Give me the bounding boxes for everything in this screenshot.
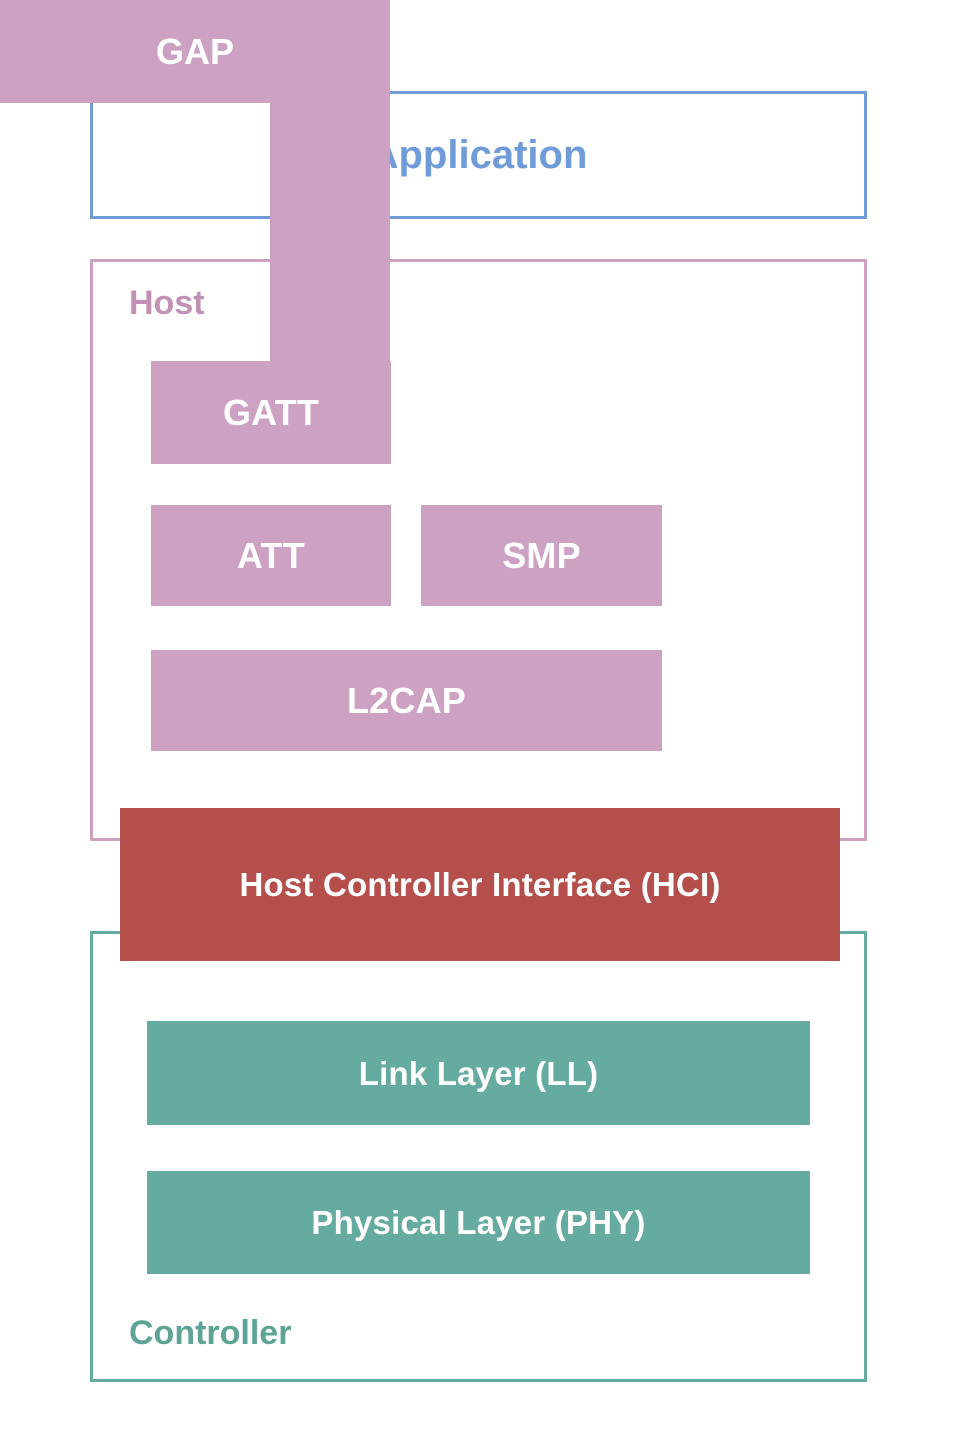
host-block-gap[interactable]: GAP bbox=[0, 0, 390, 390]
host-block-smp[interactable]: SMP bbox=[421, 505, 662, 606]
controller-block-physical-layer[interactable]: Physical Layer (PHY) bbox=[147, 1171, 810, 1274]
host-block-gap-label: GAP bbox=[155, 30, 234, 72]
host-layer-label: Host bbox=[129, 284, 205, 322]
host-block-l2cap[interactable]: L2CAP bbox=[151, 650, 662, 751]
host-controller-interface-bar[interactable]: Host Controller Interface (HCI) bbox=[120, 808, 840, 961]
host-block-att[interactable]: ATT bbox=[151, 505, 391, 606]
controller-block-link-layer[interactable]: Link Layer (LL) bbox=[147, 1021, 810, 1125]
gap-vertical-column bbox=[270, 0, 390, 390]
application-layer-label: Application bbox=[369, 133, 588, 177]
application-layer-box[interactable] bbox=[90, 91, 867, 219]
controller-layer-label: Controller bbox=[129, 1314, 292, 1352]
